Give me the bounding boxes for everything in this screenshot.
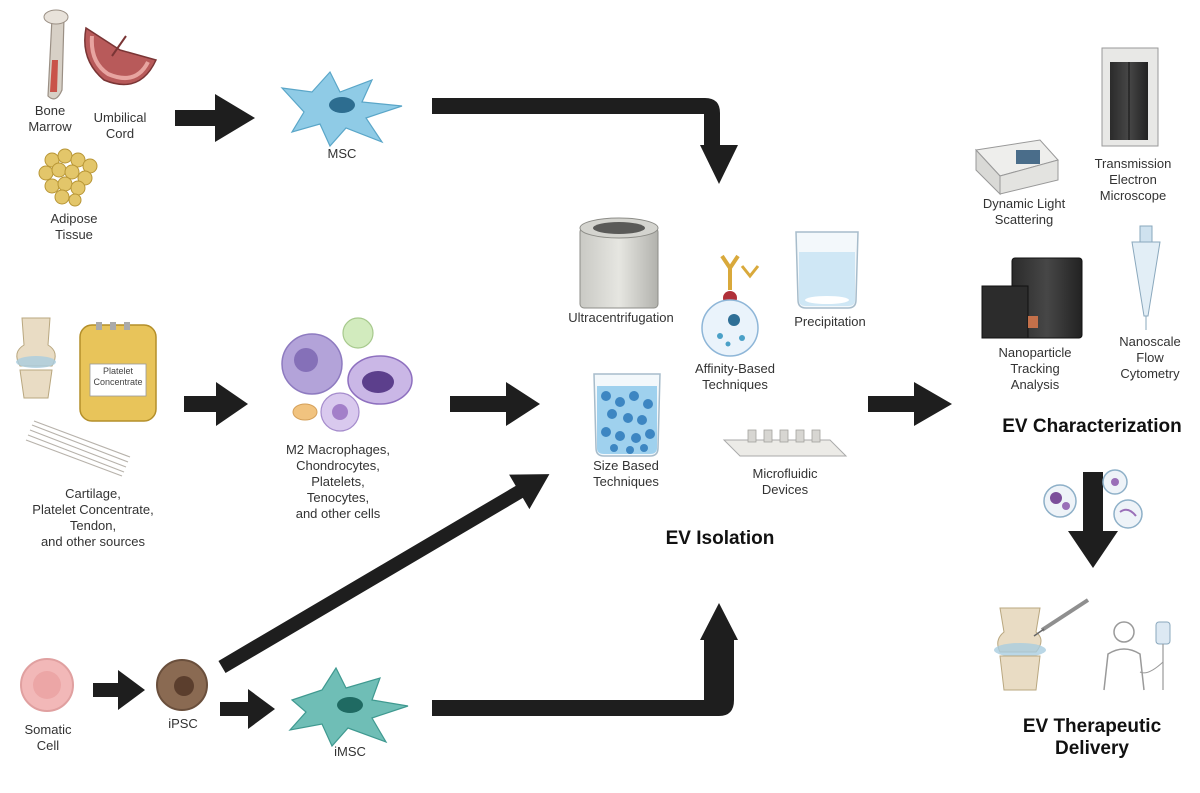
label-umbilical-cord: Umbilical Cord: [93, 110, 147, 141]
arrow-sources-to-cells: [184, 382, 248, 426]
other-cells-icon: [281, 317, 413, 432]
heading-ev-isolation: EV Isolation: [665, 528, 775, 549]
label-affinity-based: Affinity-Based Techniques: [695, 361, 775, 392]
heading-ev-therapeutic-delivery: EV Therapeutic Delivery: [1022, 716, 1162, 759]
tem-microscope-icon: [1101, 47, 1159, 147]
label-somatic-cell: Somatic Cell: [24, 722, 72, 753]
cartilage-knee-icon: [16, 317, 56, 399]
arrow-sources-to-msc: [175, 94, 255, 142]
label-nta: Nanoparticle Tracking Analysis: [998, 345, 1072, 392]
label-other-cells: M2 Macrophages, Chondrocytes, Platelets,…: [285, 442, 391, 521]
heading-ev-characterization: EV Characterization: [1002, 416, 1182, 437]
arrow-characterization-to-delivery: [1068, 472, 1118, 568]
knee-injection-icon: [994, 598, 1090, 691]
msc-cell-icon: [280, 70, 403, 148]
arrow-isolation-to-characterization: [868, 382, 952, 426]
adipose-tissue-icon: [38, 148, 98, 207]
label-microfluidic: Microfluidic Devices: [752, 466, 818, 497]
somatic-cell-icon: [20, 658, 74, 712]
label-dls: Dynamic Light Scattering: [982, 196, 1066, 227]
arrow-imsc-to-isolation: [432, 603, 738, 716]
label-msc: MSC: [327, 146, 357, 161]
dls-instrument-icon: [974, 139, 1059, 196]
precipitation-beaker-icon: [795, 231, 859, 309]
label-adipose-tissue: Adipose Tissue: [50, 211, 98, 242]
label-size-based: Size Based Techniques: [593, 458, 659, 489]
nta-instrument-icon: [981, 257, 1083, 339]
size-based-beaker-icon: [593, 373, 661, 457]
arrow-msc-to-isolation: [432, 98, 738, 184]
flow-cytometry-icon: [1131, 225, 1161, 330]
ipsc-cell-icon: [156, 659, 208, 711]
arrows: [93, 94, 1118, 729]
arrow-cells-to-isolation: [450, 382, 540, 426]
umbilical-cord-icon: [84, 26, 158, 86]
label-flow-cytometry: Nanoscale Flow Cytometry: [1119, 334, 1181, 381]
label-ultracentrifugation: Ultracentrifugation: [568, 310, 674, 325]
tendon-icon: [25, 420, 131, 477]
label-bone-marrow: Bone Marrow: [28, 103, 72, 134]
arrow-somatic-to-ipsc: [93, 670, 145, 710]
patient-iv-icon: [1103, 621, 1171, 691]
arrow-ipsc-to-imsc: [220, 689, 275, 729]
imsc-cell-icon: [288, 666, 409, 748]
microfluidic-device-icon: [722, 429, 848, 457]
label-tem: Transmission Electron Microscope: [1094, 156, 1172, 203]
label-imsc: iMSC: [334, 744, 366, 759]
label-precipitation: Precipitation: [794, 314, 866, 329]
bone-marrow-icon: [43, 9, 69, 100]
platelet-bag-icon: [79, 322, 157, 422]
label-other-sources: Cartilage, Platelet Concentrate, Tendon,…: [32, 486, 154, 549]
arrow-ipsc-to-isolation: [218, 474, 550, 674]
platelet-bag-label: Platelet Concentrate: [93, 366, 143, 387]
ev-vesicles-icon: [1043, 469, 1143, 529]
ultracentrifuge-icon: [579, 217, 659, 309]
affinity-bead-icon: [701, 254, 760, 357]
label-ipsc: iPSC: [168, 716, 198, 731]
